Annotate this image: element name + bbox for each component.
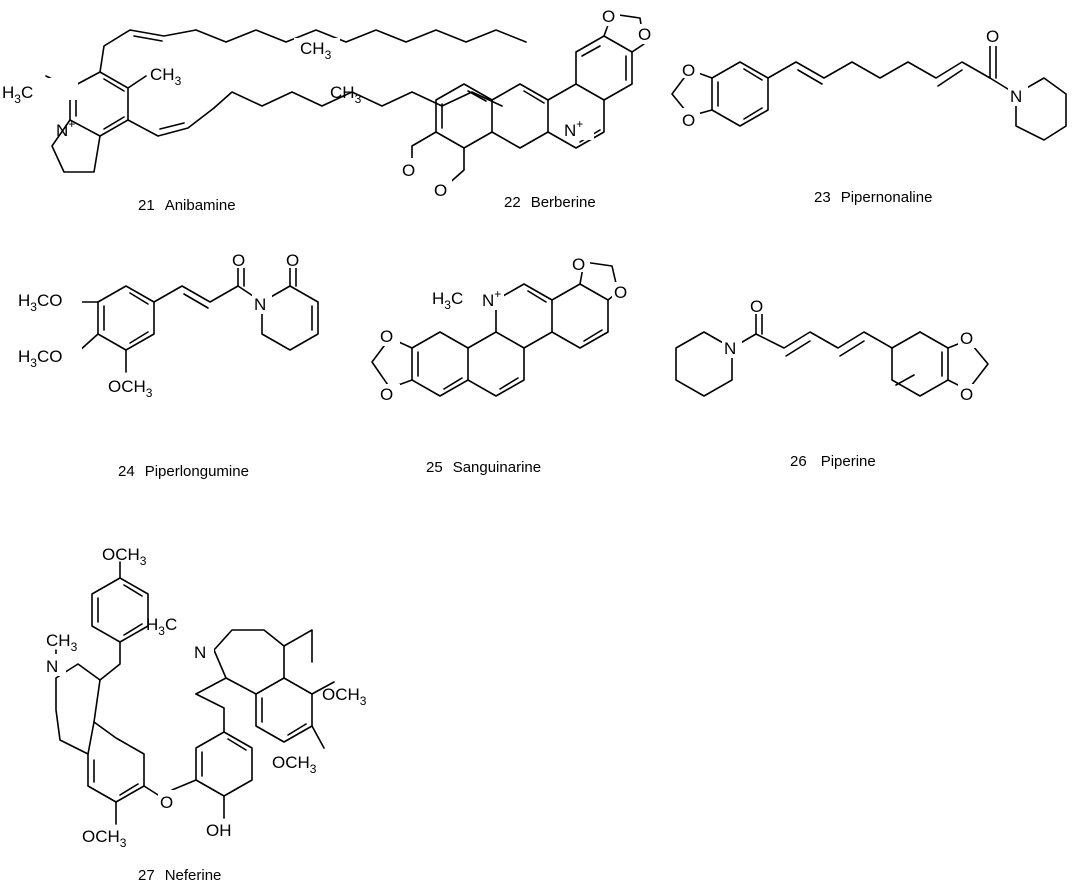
o-label-23a: O bbox=[682, 61, 695, 80]
o-label-25c: O bbox=[572, 255, 585, 274]
h3c-label-27: H3C bbox=[146, 615, 177, 638]
o-label-22a: O bbox=[602, 7, 615, 26]
o-label-25a: O bbox=[380, 327, 393, 346]
n-plus-label-21: N+ bbox=[56, 117, 75, 140]
o-label-25d: O bbox=[614, 283, 627, 302]
o-label-22b: O bbox=[638, 25, 651, 44]
o-label-23b: O bbox=[682, 111, 695, 130]
o-label-24b: O bbox=[286, 251, 299, 270]
o-label-26b: O bbox=[960, 329, 973, 348]
o-label-26a: O bbox=[750, 297, 763, 316]
n-label-23: N bbox=[1010, 87, 1022, 106]
och3-label-27c: OCH3 bbox=[322, 685, 367, 708]
o-label-22c: O bbox=[402, 161, 415, 180]
oh-label-27: OH bbox=[206, 821, 232, 840]
h3c-label-25: H3C bbox=[432, 289, 463, 312]
ch3-label-21c: CH3 bbox=[330, 83, 362, 106]
h3co-label-24a: H3CO bbox=[18, 291, 62, 314]
o-label-23c: O bbox=[986, 27, 999, 46]
ch3-label-21b: CH3 bbox=[300, 39, 332, 62]
n-label-27b: N bbox=[194, 643, 206, 662]
o-label-27: O bbox=[160, 793, 173, 812]
h3c-label-21: H3C bbox=[2, 83, 33, 106]
och3-label-27b: OCH3 bbox=[82, 827, 127, 850]
o-label-26c: O bbox=[960, 385, 973, 404]
n-label-24: N bbox=[254, 295, 266, 314]
o-label-24a: O bbox=[232, 251, 245, 270]
och3-label-27a: OCH3 bbox=[102, 545, 147, 568]
n-label-27a: N bbox=[46, 657, 58, 676]
ch3-label-21a: CH3 bbox=[150, 65, 182, 88]
o-label-25b: O bbox=[380, 385, 393, 404]
n-label-26: N bbox=[724, 339, 736, 358]
och3-label-24: OCH3 bbox=[108, 377, 153, 400]
och3-label-27d: OCH3 bbox=[272, 753, 317, 776]
o-label-22d: O bbox=[434, 181, 447, 200]
h3co-label-24b: H3CO bbox=[18, 347, 62, 370]
ch3-label-27a: CH3 bbox=[46, 631, 78, 654]
